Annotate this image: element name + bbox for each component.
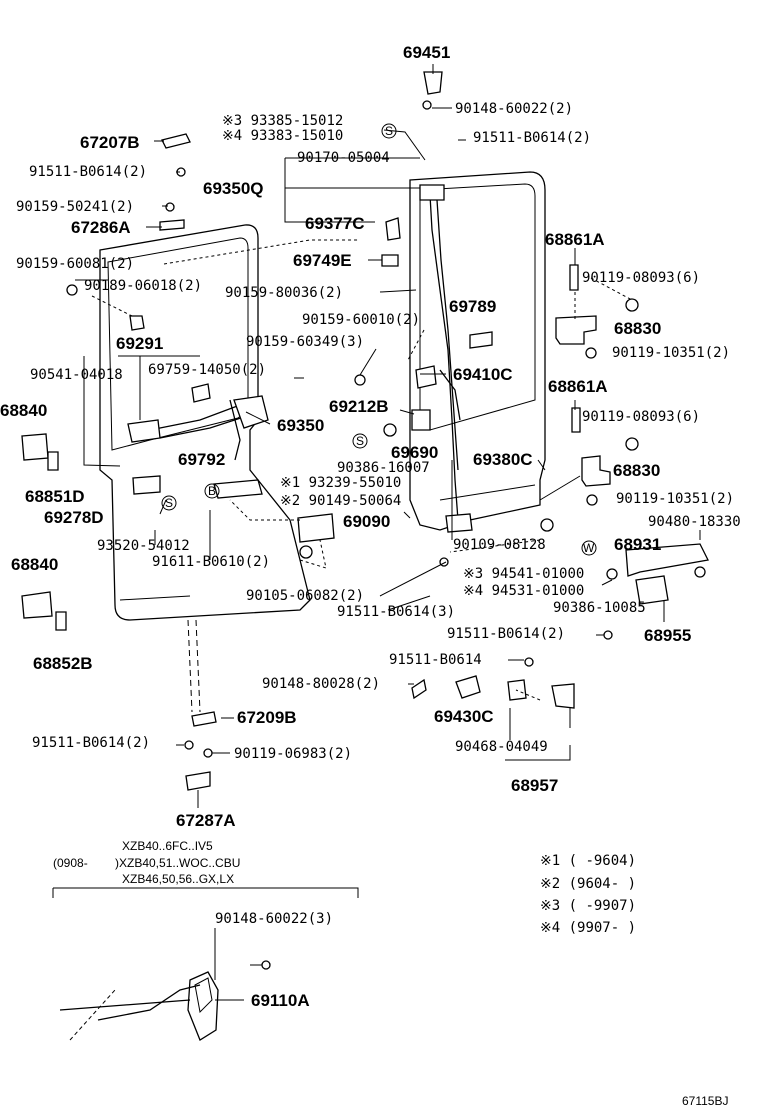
diagram-code: 67115BJ	[682, 1094, 729, 1108]
circle-mark-s-2: S	[356, 434, 365, 448]
part-68955: 68955	[644, 626, 692, 645]
part-69212b: 69212B	[329, 397, 389, 416]
part-94541-01000: ※3 94541-01000	[463, 566, 585, 582]
part-69350: 69350	[277, 416, 325, 435]
circle-mark-s-3: S	[165, 496, 174, 510]
part-68861a-2: 68861A	[548, 377, 608, 396]
part-69377c: 69377C	[305, 214, 365, 233]
part-90159-50241: 90159-50241(2)	[16, 199, 135, 215]
part-67209b: 67209B	[237, 708, 297, 727]
part-91511-b0614-2-right: 91511-B0614(2)	[447, 626, 566, 642]
part-69110a: 69110A	[251, 991, 310, 1010]
part-91511-b0614-2-bottom: 91511-B0614(2)	[32, 735, 151, 751]
part-90541-04018: 90541-04018	[30, 367, 123, 383]
part-69759-14050: 69759-14050(2)	[148, 362, 267, 378]
part-90105-06082: 90105-06082(2)	[246, 588, 365, 604]
part-90159-80036: 90159-80036(2)	[225, 285, 344, 301]
part-69090: 69090	[343, 512, 391, 531]
part-90119-08093-2: 90119-08093(6)	[582, 409, 701, 425]
part-68830-2: 68830	[613, 461, 661, 480]
part-90119-08093-1: 90119-08093(6)	[582, 270, 701, 286]
model-date: (0908-	[53, 856, 88, 870]
circle-mark-s-1: S	[385, 124, 394, 138]
part-90119-10351-2: 90119-10351(2)	[616, 491, 735, 507]
part-90386-10085: 90386-10085	[553, 600, 646, 616]
part-90109-08128: 90109-08128	[453, 537, 546, 553]
part-67207b: 67207B	[80, 133, 140, 152]
part-90119-10351-1: 90119-10351(2)	[612, 345, 731, 361]
part-69749e: 69749E	[293, 251, 352, 270]
small-parts	[21, 71, 709, 1041]
model-line-3: XZB46,50,56..GX,LX	[122, 872, 235, 886]
part-90148-60022-2: 90148-60022(2)	[455, 101, 574, 117]
part-90159-60349: 90159-60349(3)	[246, 334, 365, 350]
part-91611-b0610: 91611-B0610(2)	[152, 554, 271, 570]
model-line-2: )XZB40,51..WOC..CBU	[115, 856, 241, 870]
part-69792: 69792	[178, 450, 226, 469]
model-line-1: XZB40..6FC..IV5	[122, 839, 213, 853]
part-90119-06983: 90119-06983(2)	[234, 746, 353, 762]
part-69350q: 69350Q	[203, 179, 264, 198]
legend-item-4: ※4 (9907- )	[540, 920, 637, 936]
part-90170-05004: 90170-05004	[297, 150, 390, 166]
part-68840-1: 68840	[0, 401, 48, 420]
part-90480-18330: 90480-18330	[648, 514, 741, 530]
part-90159-60081: 90159-60081(2)	[16, 256, 135, 272]
part-90159-60010: 90159-60010(2)	[302, 312, 421, 328]
part-90189-06018: 90189-06018(2)	[84, 278, 203, 294]
part-94531-01000: ※4 94531-01000	[463, 583, 585, 599]
part-68931: 68931	[614, 535, 662, 554]
part-90468-04049: 90468-04049	[455, 739, 548, 755]
circle-markers	[161, 123, 597, 556]
part-91511-b0614-2-top: 91511-B0614(2)	[473, 130, 592, 146]
part-67286a: 67286A	[71, 218, 131, 237]
circle-mark-w: W	[583, 541, 595, 555]
part-68852b: 68852B	[33, 654, 93, 673]
legend-item-2: ※2 (9604- )	[540, 876, 637, 892]
part-67287a: 67287A	[176, 811, 236, 830]
part-69789: 69789	[449, 297, 497, 316]
legend-item-1: ※1 ( -9604)	[540, 853, 637, 869]
part-91511-b0614-2-left: 91511-B0614(2)	[29, 164, 148, 180]
part-91511-b0614-3: 91511-B0614(3)	[337, 604, 456, 620]
circle-mark-b: B	[208, 484, 217, 498]
part-68957: 68957	[511, 776, 559, 795]
part-69690: 69690	[391, 443, 439, 462]
part-68861a-1: 68861A	[545, 230, 605, 249]
part-69451: 69451	[403, 43, 451, 62]
part-91511-b0614: 91511-B0614	[389, 652, 482, 668]
part-93383-15010: ※4 93383-15010	[222, 128, 344, 144]
legend-item-3: ※3 ( -9907)	[540, 898, 637, 914]
part-90148-80028: 90148-80028(2)	[262, 676, 381, 692]
part-90148-60022-3: 90148-60022(3)	[215, 911, 334, 927]
part-68840-2: 68840	[11, 555, 59, 574]
part-90149-50064: ※2 90149-50064	[280, 493, 402, 509]
part-69380c: 69380C	[473, 450, 533, 469]
part-93385-15012: ※3 93385-15012	[222, 113, 344, 129]
part-69291: 69291	[116, 334, 164, 353]
detail-rods	[59, 984, 201, 1021]
part-90386-16007: 90386-16007	[337, 460, 430, 476]
part-69278d: 69278D	[44, 508, 104, 527]
part-93520-54012: 93520-54012	[97, 538, 190, 554]
right-door-panel	[409, 171, 546, 531]
part-69410c: 69410C	[453, 365, 513, 384]
part-68851d: 68851D	[25, 487, 85, 506]
part-93239-55010: ※1 93239-55010	[280, 475, 402, 491]
part-69430c: 69430C	[434, 707, 494, 726]
part-68830-1: 68830	[614, 319, 662, 338]
